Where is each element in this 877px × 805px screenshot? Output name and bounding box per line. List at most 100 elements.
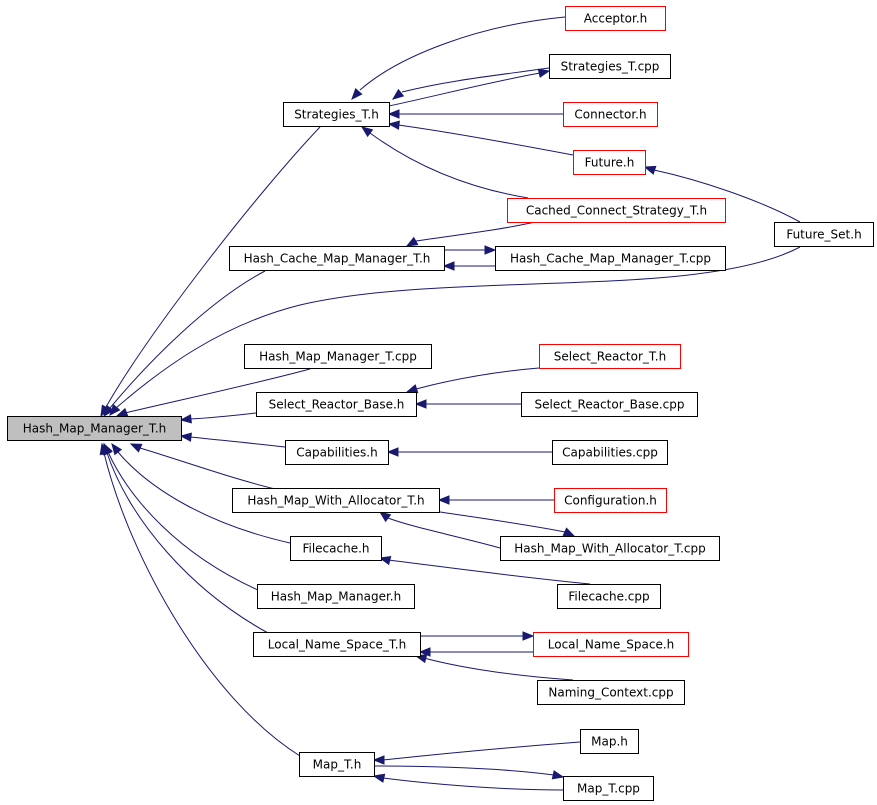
edge-arrowhead <box>378 555 392 566</box>
node-select-reactor-t-h[interactable]: Select_Reactor_T.h <box>539 344 681 369</box>
node-box <box>244 344 432 369</box>
node-box <box>299 752 375 777</box>
node-label: Naming_Context.cpp <box>548 686 673 700</box>
edge-arrowhead <box>372 755 385 765</box>
node-map-t-cpp[interactable]: Map_T.cpp <box>563 776 654 801</box>
node-naming-context-cpp[interactable]: Naming_Context.cpp <box>537 680 685 705</box>
edge-line <box>397 124 574 156</box>
node-strategies-t-h[interactable]: Strategies_T.h <box>283 102 390 127</box>
node-hash-map-manager-t-cpp[interactable]: Hash_Map_Manager_T.cpp <box>244 344 432 369</box>
node-select-reactor-base-h[interactable]: Select_Reactor_Base.h <box>256 392 417 417</box>
node-local-name-space-h[interactable]: Local_Name_Space.h <box>533 632 689 657</box>
node-label: Select_Reactor_Base.cpp <box>535 398 685 412</box>
node-map-h[interactable]: Map.h <box>580 729 639 754</box>
edge-select-reactor-base-h-to-hash-map-manager-t-h <box>179 412 257 424</box>
node-label: Local_Name_Space_T.h <box>268 638 406 652</box>
node-box <box>521 392 698 417</box>
edge-filecache-cpp-to-filecache-h <box>378 555 591 585</box>
node-map-t-h[interactable]: Map_T.h <box>299 752 375 777</box>
edge-map-h-to-map-t-h <box>372 741 581 765</box>
edge-line <box>107 451 259 591</box>
node-capabilities-cpp[interactable]: Capabilities.cpp <box>552 440 668 465</box>
edge-arrowhead <box>179 414 192 424</box>
node-connector-h[interactable]: Connector.h <box>563 102 658 127</box>
node-hash-cache-map-manager-t-cpp[interactable]: Hash_Cache_Map_Manager_T.cpp <box>495 246 726 271</box>
edge-line <box>115 246 801 409</box>
node-label: Configuration.h <box>564 494 657 508</box>
edge-map-t-h-to-map-t-cpp <box>373 765 565 780</box>
node-cached-connect-strategy-t-h[interactable]: Cached_Connect_Strategy_T.h <box>507 198 726 223</box>
edge-select-reactor-t-h-to-select-reactor-base-h <box>405 367 540 394</box>
node-acceptor-h[interactable]: Acceptor.h <box>565 6 666 31</box>
edge-local-name-space-h-to-local-name-space-t-h <box>418 647 533 657</box>
edge-arrowhead <box>405 384 419 394</box>
node-box <box>500 536 720 561</box>
edge-arrowhead <box>386 447 399 457</box>
edge-line <box>387 559 591 585</box>
node-configuration-h[interactable]: Configuration.h <box>554 488 667 513</box>
edge-filecache-h-to-hash-map-manager-t-h <box>111 442 291 544</box>
node-box <box>229 246 445 271</box>
edge-line <box>401 67 550 93</box>
node-box <box>253 632 421 657</box>
edge-line <box>359 16 566 91</box>
edge-configuration-h-to-hash-map-with-allocator-t-h <box>437 495 554 505</box>
edge-arrowhead <box>551 770 565 780</box>
edge-line <box>369 132 529 199</box>
edge-arrowhead <box>129 443 143 453</box>
node-box <box>257 584 415 609</box>
edge-hash-cache-map-manager-t-h-to-hash-cache-map-manager-t-cpp <box>444 245 497 255</box>
edge-line <box>382 741 581 761</box>
node-strategies-t-cpp[interactable]: Strategies_T.cpp <box>549 54 671 79</box>
edge-arrowhead <box>537 68 551 78</box>
node-hash-cache-map-manager-t-h[interactable]: Hash_Cache_Map_Manager_T.h <box>229 246 445 271</box>
edge-cached-connect-strategy-t-h-to-strategies-t-h <box>360 126 529 199</box>
node-label: Cached_Connect_Strategy_T.h <box>526 204 707 218</box>
node-future-set-h[interactable]: Future_Set.h <box>774 222 874 247</box>
node-box <box>557 584 661 609</box>
edge-arrowhead <box>405 236 419 247</box>
edge-map-t-h-to-hash-map-manager-t-h <box>99 442 301 757</box>
node-box <box>563 776 654 801</box>
edge-arrowhead <box>372 773 386 783</box>
node-label: Map.h <box>591 735 628 749</box>
edge-line <box>105 126 321 408</box>
node-hash-map-manager-h[interactable]: Hash_Map_Manager.h <box>257 584 415 609</box>
edge-arrowhead <box>103 404 115 418</box>
node-box <box>7 416 182 441</box>
edge-line <box>139 447 276 490</box>
edge-capabilities-cpp-to-capabilities-h <box>386 447 552 457</box>
node-label: Capabilities.h <box>296 446 377 460</box>
node-hash-map-with-allocator-t-h[interactable]: Hash_Map_With_Allocator_T.h <box>232 488 440 513</box>
node-hash-map-manager-t-h[interactable]: Hash_Map_Manager_T.h <box>7 416 182 441</box>
edge-strategies-t-h-to-strategies-t-cpp <box>388 68 551 107</box>
nodes-layer: Hash_Map_Manager_T.h Strategies_T.h Accept… <box>7 6 874 801</box>
node-select-reactor-base-cpp[interactable]: Select_Reactor_Base.cpp <box>521 392 698 417</box>
node-filecache-h[interactable]: Filecache.h <box>290 536 382 561</box>
edge-arrowhead <box>378 511 392 523</box>
edge-arrowhead <box>522 631 535 641</box>
node-label: Hash_Cache_Map_Manager_T.h <box>244 252 431 266</box>
node-hash-map-with-allocator-t-cpp[interactable]: Hash_Map_With_Allocator_T.cpp <box>500 536 720 561</box>
edge-hash-map-manager-h-to-hash-map-manager-t-h <box>103 442 259 591</box>
node-filecache-cpp[interactable]: Filecache.cpp <box>557 584 661 609</box>
edge-line <box>189 436 286 448</box>
edge-line <box>106 452 269 634</box>
edge-arrowhead <box>414 399 427 409</box>
edge-arrowhead <box>391 88 405 100</box>
node-future-h[interactable]: Future.h <box>573 150 646 175</box>
edge-naming-context-cpp-to-local-name-space-t-h <box>414 653 574 681</box>
edge-line <box>109 270 266 409</box>
node-box <box>774 222 874 247</box>
edge-line <box>653 169 801 223</box>
edge-arrowhead <box>643 165 657 175</box>
node-label: Select_Reactor_T.h <box>554 350 666 364</box>
edge-arrowhead <box>179 432 192 442</box>
node-box <box>495 246 726 271</box>
node-box <box>290 536 382 561</box>
node-local-name-space-t-h[interactable]: Local_Name_Space_T.h <box>253 632 421 657</box>
node-capabilities-h[interactable]: Capabilities.h <box>285 440 389 465</box>
edge-arrowhead <box>484 245 497 255</box>
node-label: Strategies_T.cpp <box>561 60 660 74</box>
node-box <box>539 344 681 369</box>
